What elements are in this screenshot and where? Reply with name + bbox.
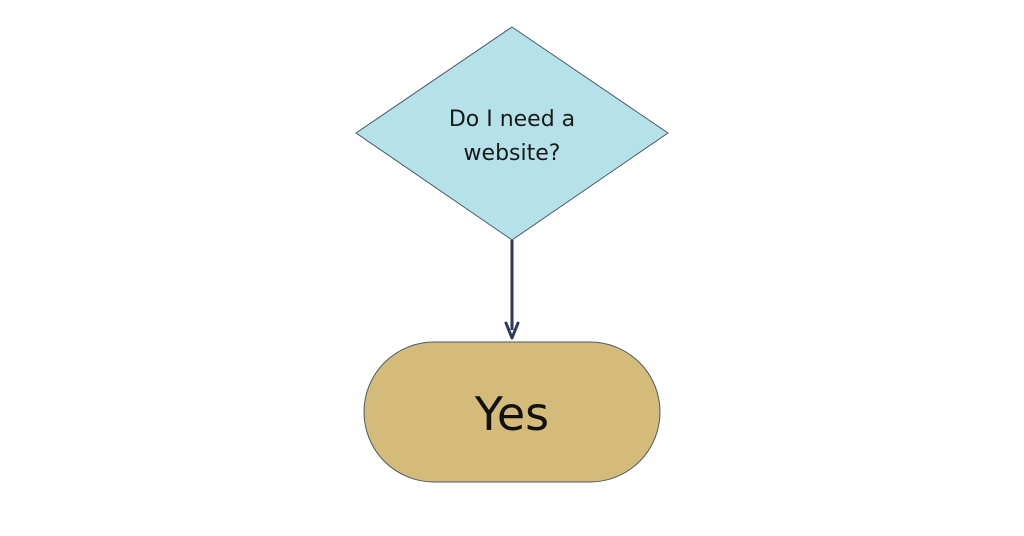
connector-arrow — [504, 240, 520, 340]
decision-label-line-2: website? — [464, 141, 561, 166]
decision-label-line-1: Do I need a — [449, 107, 575, 132]
arrowhead-icon — [504, 321, 520, 340]
terminal-pill — [363, 341, 661, 483]
terminal-node: Yes — [363, 341, 661, 483]
decision-diamond — [355, 26, 669, 241]
decision-node: Do I need a website? — [355, 26, 669, 241]
terminal-label: Yes — [474, 387, 549, 441]
